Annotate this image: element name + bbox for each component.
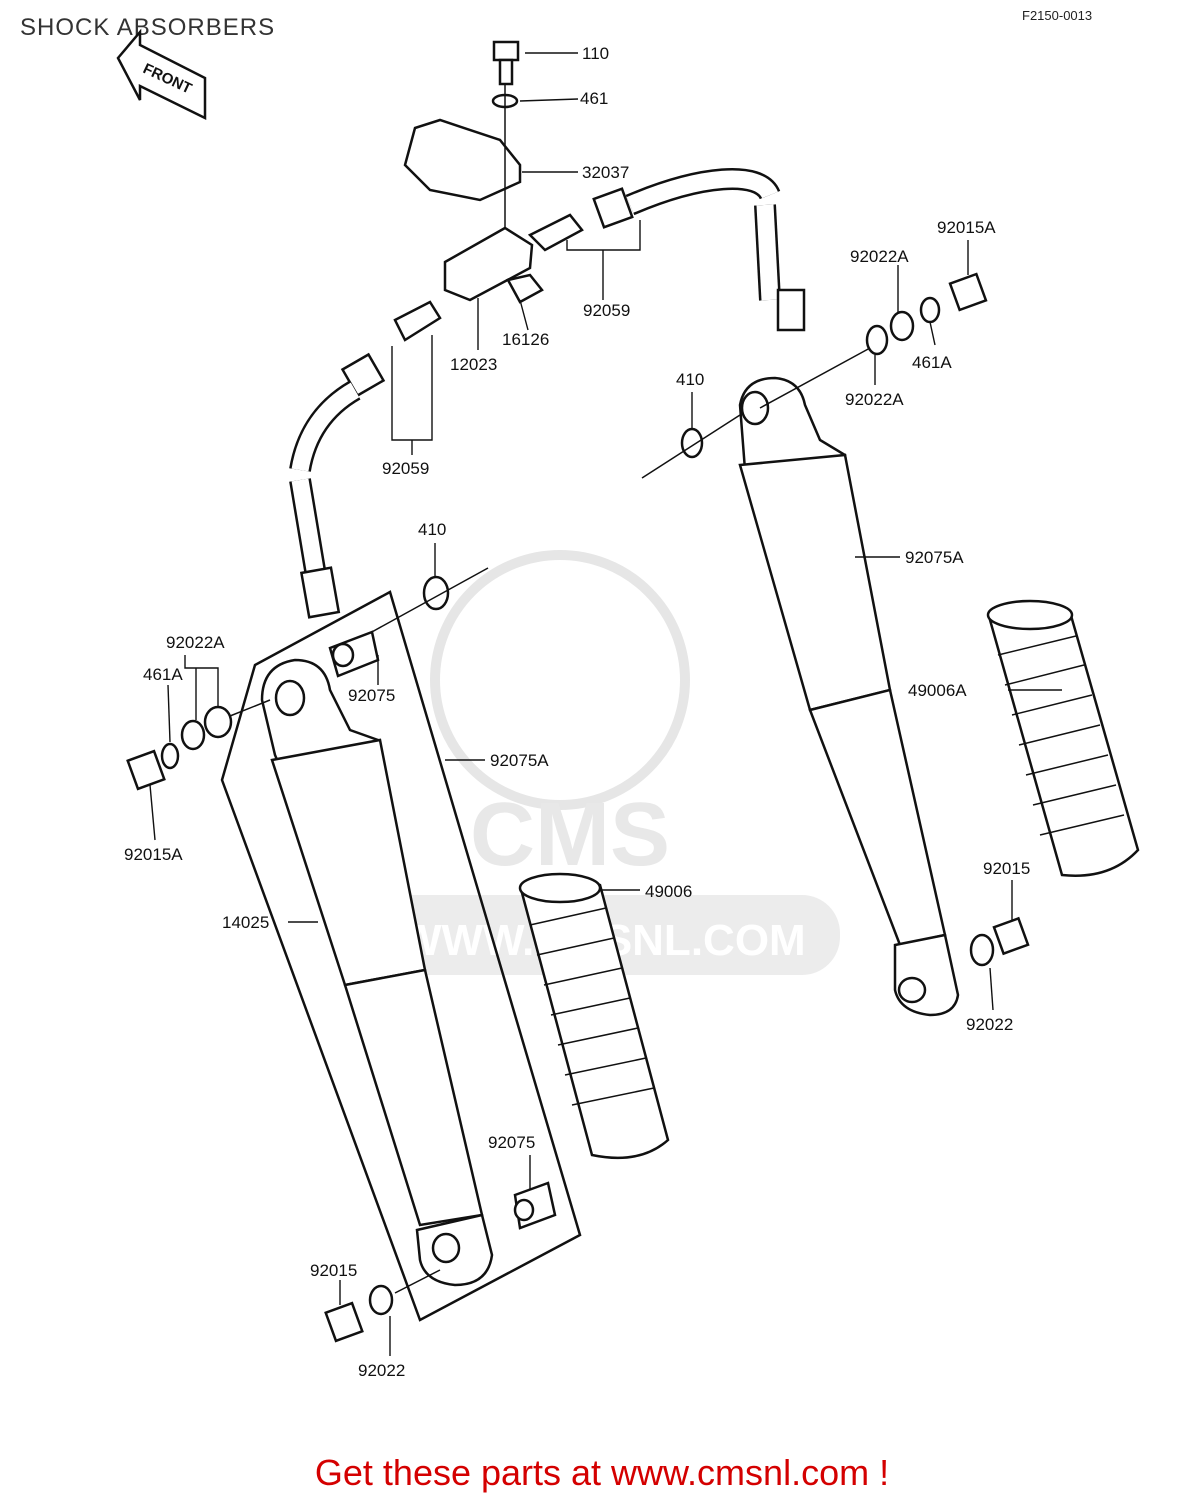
nut-92015A-right: [948, 272, 988, 312]
callout-14025: 14025: [222, 913, 269, 932]
shock-left-lower: [343, 968, 484, 1227]
callout-410-right: 410: [676, 370, 704, 389]
hose-end-left: [299, 566, 341, 619]
washer-92022A-left-inner: [180, 719, 206, 751]
hose-joint-12023: [443, 226, 534, 302]
watermark-mascot-head: [430, 550, 690, 810]
washer-410-left: [422, 575, 450, 611]
left-shock-kit-outline: [220, 590, 582, 1322]
front-arrow-shape: [116, 28, 207, 121]
washer-461A-right: [919, 296, 941, 324]
callout-92015A-left: 92015A: [124, 845, 183, 864]
callout-92075-left-top: 92075: [348, 686, 395, 705]
callout-92015-left: 92015: [310, 1261, 357, 1280]
shock-absorber-left: [260, 658, 494, 1287]
bolt-16126: [506, 273, 544, 304]
washer-92022-right: [969, 933, 995, 967]
callout-461A-left: 461A: [143, 665, 183, 684]
callout-92059-left: 92059: [382, 459, 429, 478]
front-direction-arrow: FRONT: [116, 28, 207, 121]
callout-32037: 32037: [582, 163, 629, 182]
callout-92015-right: 92015: [983, 859, 1030, 878]
hose-fitting-92059-left: [393, 300, 442, 342]
callout-49006: 49006: [645, 882, 692, 901]
exploded-parts-diagram: CMS WWW.CMSNL.COM FRONT: [116, 28, 1140, 1380]
callout-92075A-left: 92075A: [490, 751, 549, 770]
shock-absorber-right: [738, 376, 960, 1017]
callout-110: 110: [582, 44, 609, 63]
washer-461A-left: [160, 742, 180, 770]
bolt-110: [492, 40, 520, 86]
washer-92022A-right-outer: [889, 310, 915, 342]
callout-92015A-right: 92015A: [937, 218, 996, 237]
callout-labels: 110 461 32037 92059 16126 12023 92059 92…: [124, 44, 1030, 1380]
callout-461A-right: 461A: [912, 353, 952, 372]
footer-link-text[interactable]: Get these parts at www.cmsnl.com !: [314, 1452, 890, 1493]
callout-92022A-right-bot: 92022A: [845, 390, 904, 409]
bracket-32037: [403, 118, 522, 202]
callout-leaders: [149, 52, 1062, 1356]
nut-92015A-left: [126, 749, 166, 791]
hose-nut-top: [592, 187, 634, 229]
callout-92022-left: 92022: [358, 1361, 405, 1380]
washer-92022A-right-inner: [865, 324, 889, 356]
callout-92075-left-bot: 92075: [488, 1133, 535, 1152]
hose-fitting-92059-top: [527, 213, 584, 252]
callout-92022A-right-top: 92022A: [850, 247, 909, 266]
callout-461: 461: [580, 89, 608, 108]
callout-49006A: 49006A: [908, 681, 967, 700]
callout-16126: 16126: [502, 330, 549, 349]
callout-92022-right: 92022: [966, 1015, 1013, 1034]
hose-end-right: [776, 288, 806, 332]
dust-boot-49006A: [986, 599, 1140, 877]
washer-92022-left: [368, 1284, 394, 1316]
callout-92059-top: 92059: [583, 301, 630, 320]
callout-92075A-right: 92075A: [905, 548, 964, 567]
dust-boot-49006: [518, 872, 670, 1160]
shock-left-body: [270, 738, 427, 987]
shock-right-lower: [808, 688, 947, 947]
shock-right-body: [738, 453, 892, 712]
callout-410-left: 410: [418, 520, 446, 539]
callout-12023: 12023: [450, 355, 497, 374]
page-title: SHOCK ABSORBERS: [20, 14, 276, 41]
watermark-brand: CMS: [470, 785, 670, 885]
nut-92015-left: [324, 1301, 364, 1343]
washer-92022A-left-outer: [203, 705, 233, 739]
callout-92022A-left: 92022A: [166, 633, 225, 652]
diagram-code: F2150-0013: [1022, 8, 1093, 23]
nut-92015-right: [992, 916, 1030, 956]
washer-410-right: [680, 427, 704, 459]
